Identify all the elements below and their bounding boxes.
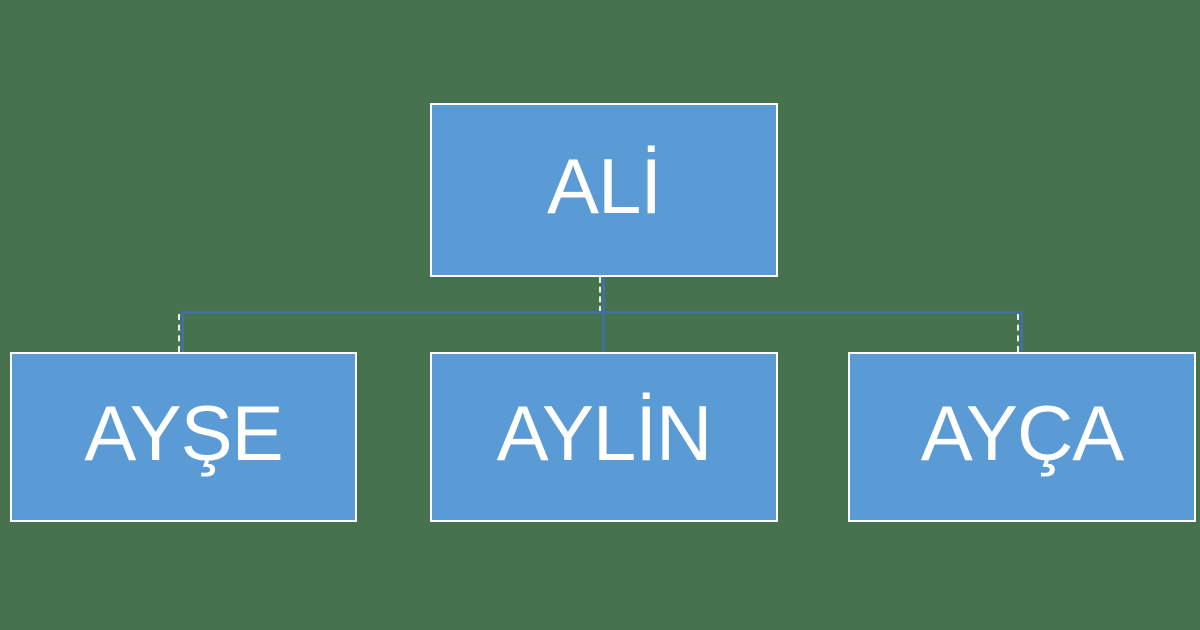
org-node-child-2: AYLİN [430, 352, 778, 522]
node-label: ALİ [546, 142, 662, 230]
node-label: AYÇA [920, 389, 1125, 477]
connector-drop-middle [602, 314, 605, 352]
org-node-root: ALİ [430, 103, 778, 277]
connector-root-stub [599, 277, 605, 312]
connector-selection-dash [178, 314, 180, 352]
connector-drop-left [178, 314, 184, 352]
connector-drop-right [1017, 314, 1023, 352]
node-label: AYŞE [84, 389, 283, 477]
connector-selection-dash [1017, 314, 1019, 352]
connector-horizontal-bar [181, 311, 1023, 314]
node-label: AYLİN [496, 389, 713, 477]
connector-selection-dash [599, 277, 601, 312]
org-node-child-1: AYŞE [10, 352, 357, 522]
org-node-child-3: AYÇA [848, 352, 1196, 522]
